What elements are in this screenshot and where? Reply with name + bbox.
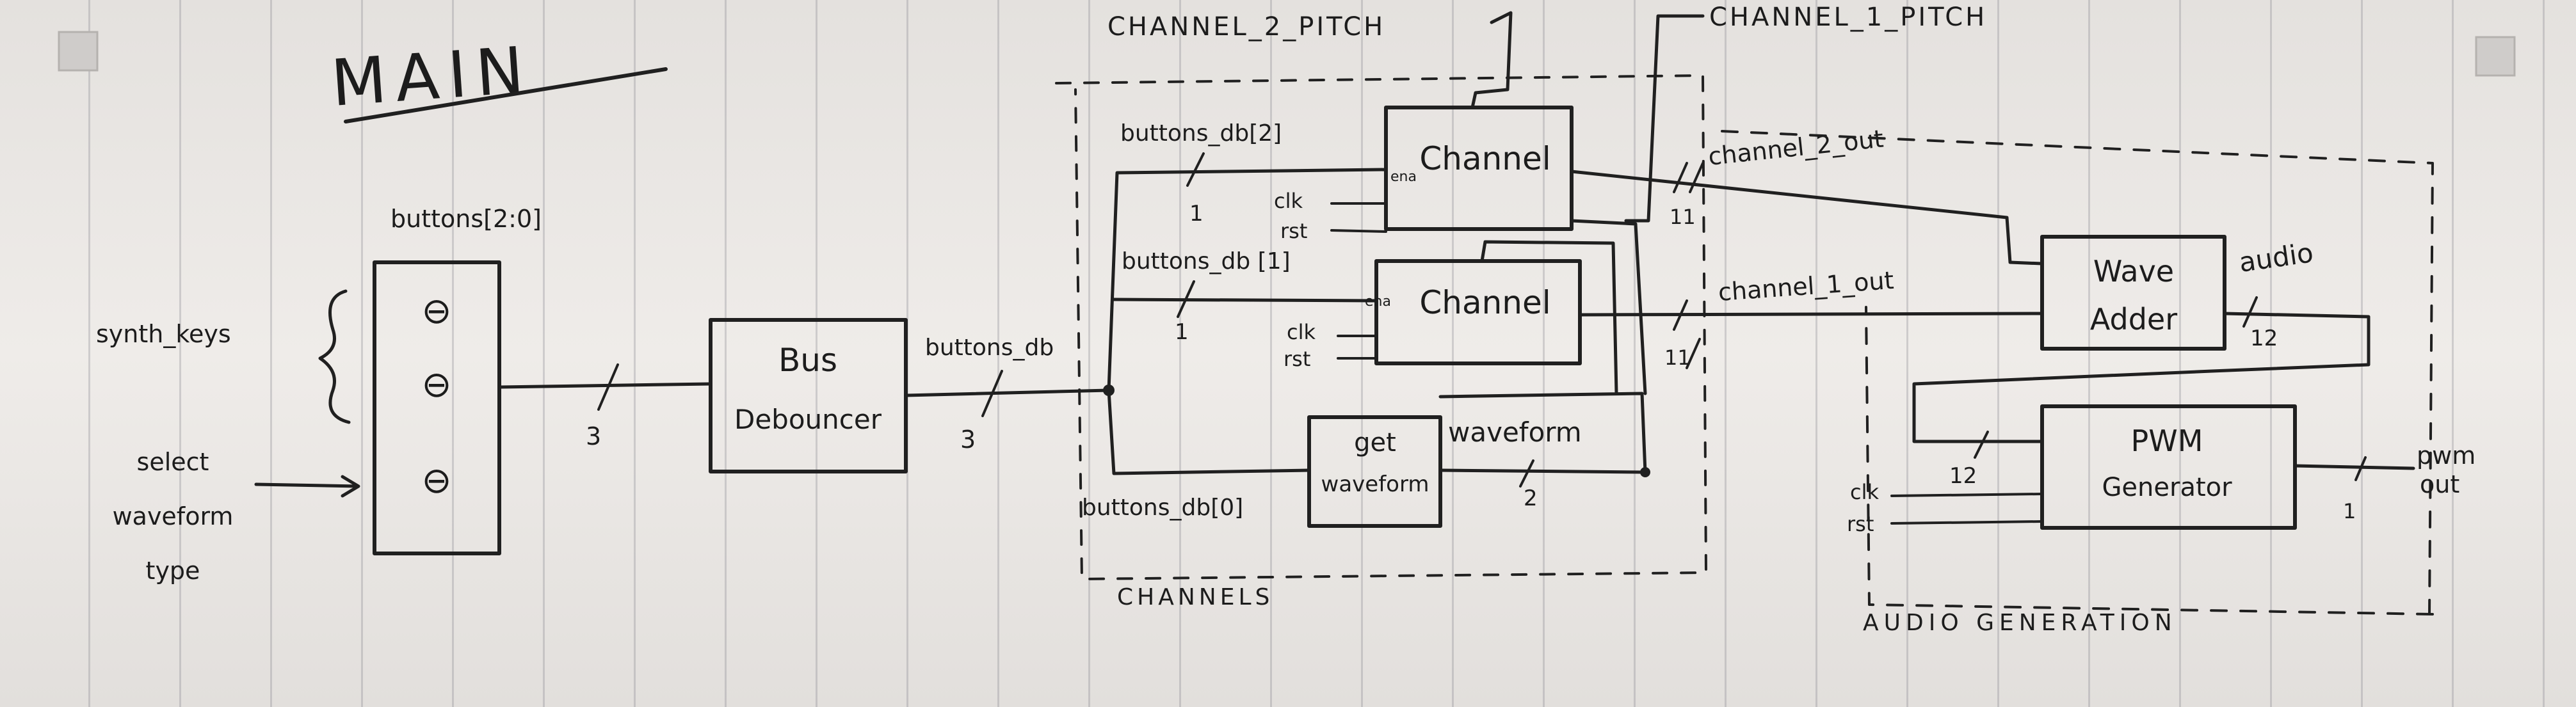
select-label-2: waveform bbox=[113, 502, 234, 530]
width-1-b: 1 bbox=[1175, 319, 1189, 345]
wire-waveform bbox=[1438, 468, 1647, 474]
width-12-b: 12 bbox=[1949, 463, 1977, 489]
wire-db1 bbox=[1111, 298, 1378, 303]
channel-bot-clk-rst-wires bbox=[1337, 335, 1378, 360]
select-label-3: type bbox=[146, 557, 200, 585]
channels-group-label: CHANNELS bbox=[1117, 584, 1273, 610]
ch2-out-slash bbox=[1673, 162, 1704, 193]
pwm-out-slash bbox=[2355, 456, 2367, 481]
wave-adder-label-1: Wave bbox=[2093, 254, 2174, 289]
width-1-out: 1 bbox=[2343, 499, 2356, 523]
buttons-db-label: buttons_db bbox=[925, 335, 1054, 361]
pwm-out-label-1: pwm bbox=[2417, 441, 2475, 470]
button-key-1: ⊖ bbox=[422, 290, 452, 332]
ch1-out-slash bbox=[1673, 299, 1701, 369]
select-arrow bbox=[254, 475, 360, 498]
db2-slash bbox=[1186, 152, 1205, 187]
corner-marker-right bbox=[2475, 36, 2516, 77]
wire-db0 bbox=[1107, 388, 1311, 475]
pwm-rst-label: rst bbox=[1847, 512, 1874, 536]
channel-bot-label: Channel bbox=[1419, 284, 1550, 321]
ch2-out-wire bbox=[1570, 170, 2044, 266]
channel-bot-clk-label: clk bbox=[1287, 320, 1316, 344]
get-waveform-label-2: waveform bbox=[1321, 472, 1429, 497]
width-11-a: 11 bbox=[1670, 205, 1696, 229]
channels-group-box bbox=[1055, 74, 1707, 580]
pwm-clk-label: clk bbox=[1850, 480, 1879, 504]
buttons-db-1-label: buttons_db [1] bbox=[1122, 248, 1291, 274]
channel-bot-block bbox=[1374, 259, 1582, 365]
bus-slash-b bbox=[981, 370, 1003, 417]
width-12-a: 12 bbox=[2250, 326, 2278, 351]
pwm-generator-label-2: Generator bbox=[2102, 473, 2232, 502]
ch1-pitch-label: CHANNEL_1_PITCH bbox=[1709, 3, 1987, 32]
audio-label: audio bbox=[2237, 237, 2315, 278]
synth-keys-brace bbox=[318, 289, 351, 424]
button-key-2: ⊖ bbox=[422, 364, 452, 406]
audio-slash bbox=[2242, 296, 2258, 328]
pwm-in-slash bbox=[1974, 431, 1989, 459]
ch1-out-label: channel_1_out bbox=[1718, 266, 1895, 306]
wave-adder-label-2: Adder bbox=[2090, 302, 2177, 337]
ch1-pitch-wire bbox=[1624, 14, 1705, 223]
channel-top-clk-rst-wires bbox=[1330, 202, 1387, 233]
button-select: ⊖ bbox=[422, 460, 452, 502]
pwm-generator-label-1: PWM bbox=[2131, 424, 2203, 458]
audio-gen-group-label: AUDIO GENERATION bbox=[1863, 610, 2177, 636]
wire-buttons bbox=[497, 382, 712, 389]
synth-keys-label: synth_keys bbox=[96, 320, 231, 348]
ch1-out-wire bbox=[1578, 312, 2044, 317]
channel-top-block bbox=[1384, 106, 1574, 231]
wire-db2 bbox=[1107, 168, 1388, 392]
width-11-b: 11 bbox=[1664, 346, 1691, 370]
buttons-db-2-label: buttons_db[2] bbox=[1120, 120, 1282, 147]
channel-top-clk-label: clk bbox=[1274, 189, 1303, 213]
bus-debouncer-label-1: Bus bbox=[778, 342, 837, 379]
get-waveform-label-1: get bbox=[1354, 428, 1396, 457]
wave-adder-block bbox=[2040, 235, 2226, 351]
width-3-b: 3 bbox=[960, 425, 976, 454]
width-2-label: 2 bbox=[1524, 486, 1538, 511]
waveform-slash bbox=[1519, 459, 1534, 488]
select-label-1: select bbox=[137, 448, 209, 476]
width-3-a: 3 bbox=[586, 422, 601, 450]
audio-gen-group-box bbox=[1721, 130, 2434, 616]
channel-top-rst-label: rst bbox=[1280, 219, 1307, 243]
channel-bot-en-label: ena bbox=[1365, 294, 1391, 310]
buttons-db-0-label: buttons_db[0] bbox=[1082, 495, 1243, 521]
ch2-pitch-wire bbox=[1470, 11, 1513, 109]
bus-slash-a bbox=[597, 363, 619, 411]
bus-debouncer-label-2: Debouncer bbox=[734, 404, 882, 435]
wire-waveform-feedback bbox=[1438, 219, 1647, 474]
channel-top-en-label: ena bbox=[1390, 169, 1417, 185]
buttons-block bbox=[373, 260, 501, 555]
ch2-pitch-label: CHANNEL_2_PITCH bbox=[1107, 12, 1385, 42]
width-1-a: 1 bbox=[1189, 201, 1203, 226]
audio-wire bbox=[1912, 312, 2371, 443]
pwm-out-label-2: out bbox=[2420, 470, 2459, 498]
buttons-bus-label: buttons[2:0] bbox=[390, 205, 542, 233]
pwm-clk-rst-wires bbox=[1890, 493, 2043, 525]
wire-buttons-db bbox=[904, 388, 1111, 397]
channel-top-label: Channel bbox=[1419, 140, 1550, 177]
pwm-out-wire bbox=[2293, 464, 2415, 470]
db1-slash bbox=[1177, 280, 1195, 318]
waveform-label: waveform bbox=[1448, 417, 1582, 448]
channel-bot-rst-label: rst bbox=[1284, 347, 1310, 371]
corner-marker-left bbox=[58, 31, 99, 72]
title-underline bbox=[344, 67, 668, 123]
